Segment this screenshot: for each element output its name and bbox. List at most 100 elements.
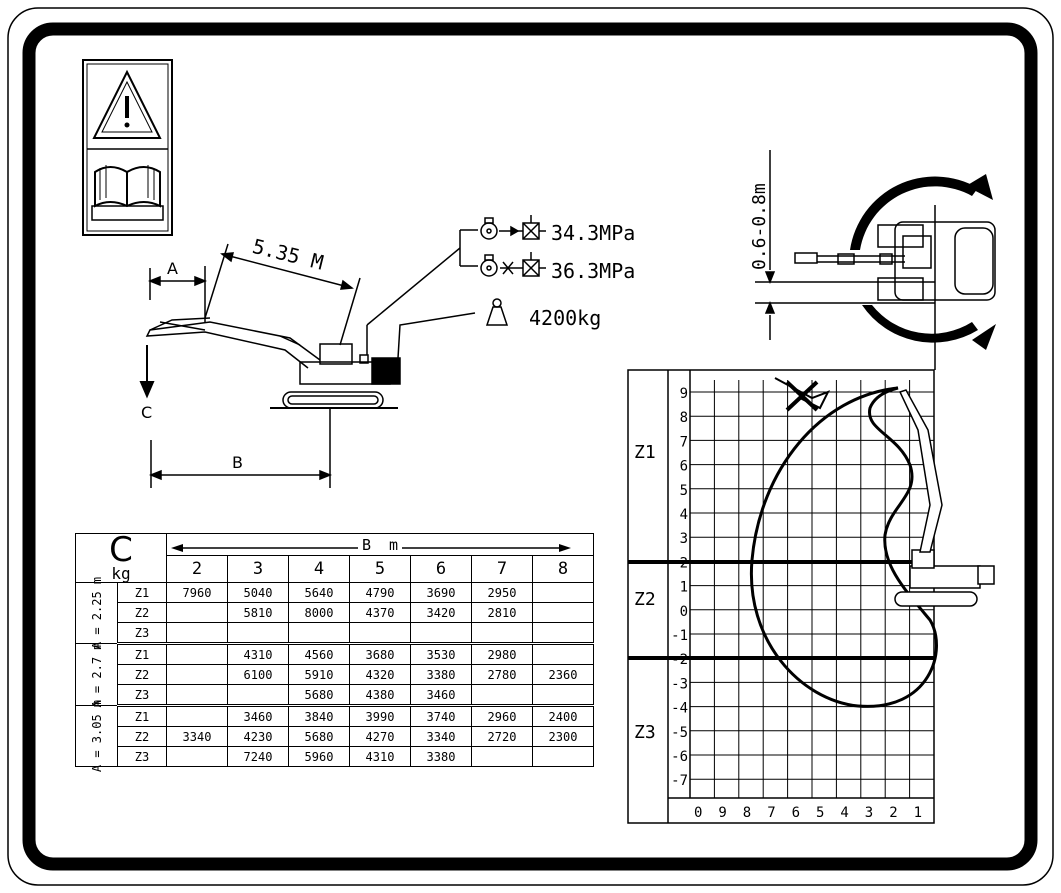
zone-cell: Z3 — [117, 684, 167, 707]
corner-unit: kg — [111, 564, 131, 583]
load-value-cell — [166, 602, 228, 623]
load-value-cell: 3690 — [410, 582, 472, 603]
load-value-cell: 5960 — [288, 746, 350, 767]
load-value-cell — [532, 746, 594, 767]
load-value-cell: 5040 — [227, 582, 289, 603]
load-value-cell: 4310 — [349, 746, 411, 767]
load-value-cell: 8000 — [288, 602, 350, 623]
load-value-cell: 7240 — [227, 746, 289, 767]
x-tick-label: 3 — [865, 805, 873, 821]
x-tick-label: 1 — [914, 805, 922, 821]
load-value-cell: 5810 — [227, 602, 289, 623]
x-tick-label: 4 — [840, 805, 848, 821]
zone-cell: Z2 — [117, 602, 167, 623]
x-tick-label: 7 — [767, 805, 775, 821]
inner-thick-frame — [22, 22, 1038, 871]
load-value-cell — [532, 582, 594, 603]
y-tick-label: 4 — [680, 507, 688, 523]
load-value-cell — [532, 684, 594, 707]
y-tick-label: 3 — [680, 531, 688, 547]
track-gap-dimension — [764, 150, 776, 340]
load-value-cell — [471, 746, 533, 767]
zone-cell: Z3 — [117, 746, 167, 767]
pump-valve-blocked-icon — [480, 252, 546, 277]
zone-z3-label: Z3 — [634, 722, 656, 743]
dimension-a-label: A — [167, 259, 178, 278]
zone-z1-label: Z1 — [634, 442, 656, 463]
load-value-cell: 2360 — [532, 664, 594, 685]
arm-length-text: A = 2.7 m — [89, 641, 104, 708]
load-value-cell: 4310 — [227, 643, 289, 665]
load-value-cell — [166, 746, 228, 767]
dimension-a — [147, 266, 208, 322]
load-value-cell: 3680 — [349, 643, 411, 665]
working-envelope-curve — [749, 386, 938, 708]
load-value-cell: 3840 — [288, 705, 350, 727]
col-header: 6 — [410, 555, 472, 583]
load-value-cell: 5680 — [288, 684, 350, 707]
y-tick-label: 2 — [680, 555, 688, 571]
load-value-cell: 5680 — [288, 726, 350, 747]
load-value-cell: 4230 — [227, 726, 289, 747]
x-tick-label: 0 — [694, 805, 702, 821]
load-value-cell — [166, 643, 228, 665]
load-value-cell: 3420 — [410, 602, 472, 623]
y-tick-label: -4 — [671, 701, 688, 717]
load-value-cell: 5910 — [288, 664, 350, 685]
col-header: 8 — [532, 555, 594, 583]
load-value-cell: 3340 — [166, 726, 228, 747]
y-tick-label: 6 — [680, 459, 688, 475]
load-value-cell — [349, 622, 411, 645]
excavator-side-view — [145, 317, 401, 409]
arm-length-label: A = 2.7 m — [75, 641, 118, 708]
load-value-cell — [471, 622, 533, 645]
load-value-cell: 4370 — [349, 602, 411, 623]
zone-cell: Z2 — [117, 726, 167, 747]
hydraulic-callout-lines — [366, 229, 478, 359]
y-tick-label: 1 — [680, 580, 688, 596]
arm-length-label: A = 2.25 m — [75, 577, 118, 649]
load-value-cell: 5640 — [288, 582, 350, 603]
grid-excavator-icon — [894, 389, 995, 607]
warning-triangle-icon — [92, 69, 162, 139]
load-value-cell: 2980 — [471, 643, 533, 665]
zone-cell: Z1 — [117, 582, 167, 603]
load-value-cell: 2400 — [532, 705, 594, 727]
x-tick-label: 9 — [718, 805, 726, 821]
dimension-c-label: C — [141, 403, 152, 422]
arm-length-text: A = 2.25 m — [89, 576, 104, 650]
col-header: 3 — [227, 555, 289, 583]
load-value-cell — [166, 684, 228, 707]
warning-manual-icon-box — [82, 59, 173, 236]
load-value-cell — [166, 622, 228, 645]
load-value-cell — [532, 602, 594, 623]
pressure-2-label: 36.3MPa — [551, 259, 635, 283]
load-value-cell — [227, 622, 289, 645]
load-value-cell: 3380 — [410, 664, 472, 685]
load-value-cell: 2300 — [532, 726, 594, 747]
col-header: 4 — [288, 555, 350, 583]
load-value-cell: 3740 — [410, 705, 472, 727]
load-value-cell: 4560 — [288, 643, 350, 665]
load-value-cell — [288, 622, 350, 645]
load-value-cell — [532, 622, 594, 645]
pump-valve-icon — [480, 215, 546, 240]
load-value-cell — [166, 705, 228, 727]
zone-cell: Z2 — [117, 664, 167, 685]
load-value-cell — [166, 664, 228, 685]
dimension-boom-length — [204, 243, 361, 346]
y-tick-label: 8 — [680, 410, 688, 426]
load-value-cell: 4380 — [349, 684, 411, 707]
zone-z2-label: Z2 — [634, 589, 656, 610]
zone-cell: Z1 — [117, 643, 167, 665]
arm-length-label: A = 3.05 m — [75, 700, 118, 772]
x-tick-label: 5 — [816, 805, 824, 821]
load-value-cell: 4320 — [349, 664, 411, 685]
load-value-cell: 2780 — [471, 664, 533, 685]
load-value-cell: 2720 — [471, 726, 533, 747]
arm-length-text: A = 3.05 m — [89, 699, 104, 773]
load-value-cell — [227, 684, 289, 707]
col-header: 2 — [166, 555, 228, 583]
